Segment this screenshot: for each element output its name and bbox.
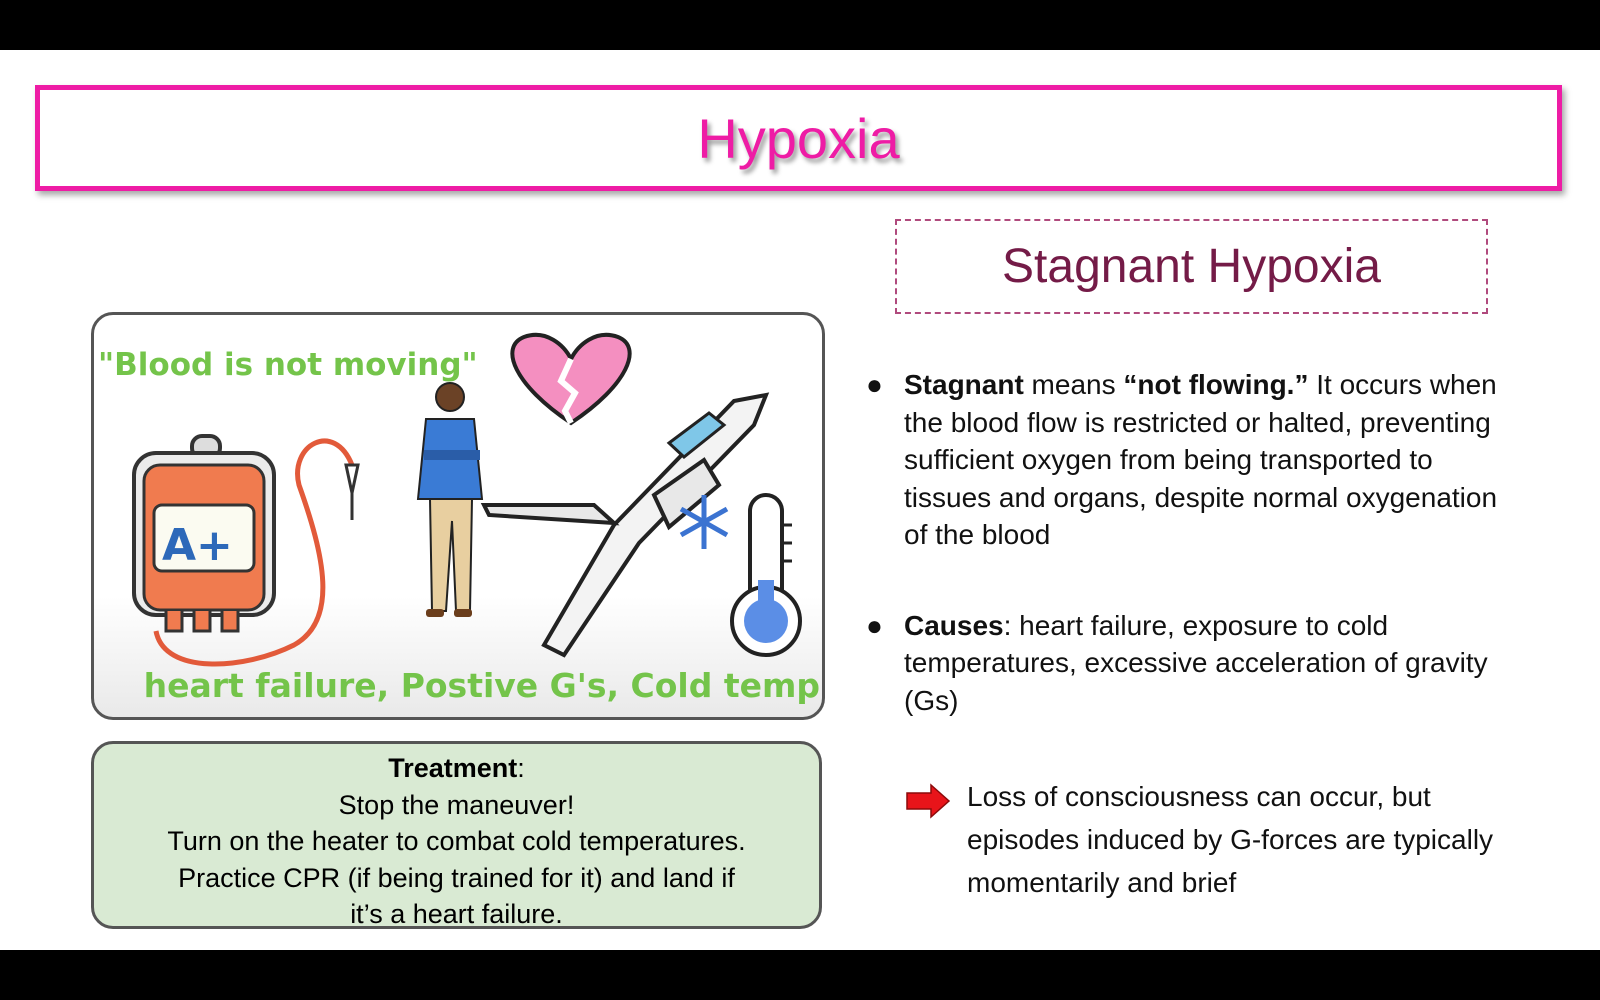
treatment-heading: Treatment: bbox=[94, 750, 819, 787]
subtitle-box: Stagnant Hypoxia bbox=[895, 219, 1488, 314]
broken-heart-icon bbox=[510, 333, 632, 426]
treatment-line: Turn on the heater to combat cold temper… bbox=[167, 826, 746, 856]
bullet-term: Causes bbox=[904, 609, 1004, 641]
slide-title: Hypoxia bbox=[697, 106, 900, 170]
title-box: Hypoxia bbox=[35, 85, 1562, 191]
illustration-caption: heart failure, Postive G's, Cold temp bbox=[144, 666, 820, 705]
bullet-text: : heart failure, exposure to cold temper… bbox=[904, 609, 1488, 716]
person-icon bbox=[416, 382, 484, 617]
note: Loss of consciousness can occur, but epi… bbox=[905, 775, 1505, 904]
illustration: "Blood is not moving" A+ bbox=[91, 312, 825, 720]
bullet-text: It occurs when the blood flow is restric… bbox=[904, 369, 1498, 550]
blood-type-label: A+ bbox=[162, 520, 233, 571]
bullet-dot: ● bbox=[866, 609, 883, 641]
bullet-text: means bbox=[1023, 369, 1124, 400]
bullet-emphasis: “not flowing.” bbox=[1123, 369, 1309, 400]
thermometer-icon bbox=[730, 493, 802, 657]
bullet-list: ● Stagnant means “not flowing.” It occur… bbox=[862, 366, 1512, 719]
treatment-line: it’s a heart failure. bbox=[350, 899, 563, 929]
treatment-heading-suffix: : bbox=[517, 753, 525, 783]
right-arrow-icon bbox=[906, 783, 951, 819]
treatment-line: Stop the maneuver! bbox=[338, 789, 575, 820]
treatment-heading-bold: Treatment bbox=[388, 753, 518, 783]
blood-bag-icon: A+ bbox=[132, 434, 360, 667]
slide-subtitle: Stagnant Hypoxia bbox=[1002, 240, 1381, 293]
bullet-dot: ● bbox=[866, 369, 883, 400]
treatment-line: Practice CPR (if being trained for it) a… bbox=[178, 862, 735, 893]
jet-icon bbox=[480, 392, 770, 658]
bullet-item-definition: ● Stagnant means “not flowing.” It occur… bbox=[862, 366, 1512, 554]
bullet-term: Stagnant bbox=[904, 369, 1024, 400]
bullet-item-causes: ● Causes: heart failure, exposure to col… bbox=[862, 607, 1512, 720]
slide: Hypoxia Stagnant Hypoxia "Blood is not m… bbox=[0, 50, 1600, 950]
illustration-svg: "Blood is not moving" A+ bbox=[98, 333, 820, 705]
note-text: Loss of consciousness can occur, but epi… bbox=[967, 781, 1494, 898]
illustration-quote: "Blood is not moving" bbox=[98, 347, 478, 383]
treatment-box: Treatment: Stop the maneuver! Turn on th… bbox=[91, 741, 822, 929]
snowflake-icon bbox=[679, 495, 729, 549]
